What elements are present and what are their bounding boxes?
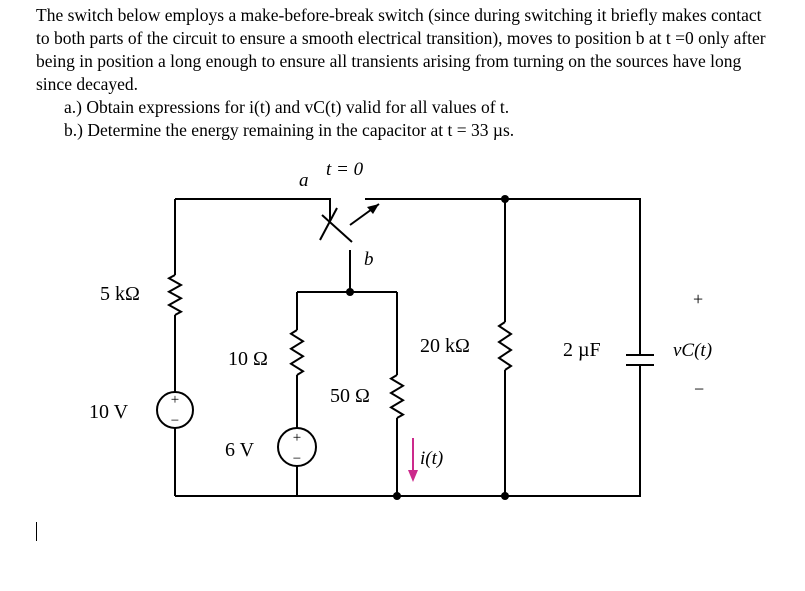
label-current: i(t) <box>420 448 443 469</box>
capacitor-2uF <box>626 354 654 366</box>
label-2uF: 2 µF <box>563 339 601 361</box>
label-vc-minus: − <box>694 379 704 399</box>
current-arrow <box>408 438 418 482</box>
label-6v: 6 V <box>225 439 255 461</box>
voltage-source-10v: + − <box>156 391 194 429</box>
resistor-50ohm <box>389 374 405 419</box>
label-vc: vC(t) <box>673 340 712 361</box>
v1-minus: − <box>171 413 179 429</box>
text-cursor <box>36 522 37 541</box>
switch-position-a: a <box>299 170 309 191</box>
switch-position-b: b <box>364 249 374 270</box>
voltage-source-6v: + − <box>277 427 317 467</box>
problem-statement: The switch below employs a make-before-b… <box>36 4 776 142</box>
problem-intro: The switch below employs a make-before-b… <box>36 5 766 94</box>
switch-time-label: t = 0 <box>326 159 364 180</box>
v2-minus: − <box>293 451 301 467</box>
label-50ohm: 50 Ω <box>330 385 370 407</box>
problem-part-b: b.) Determine the energy remaining in th… <box>64 120 515 140</box>
v1-plus: + <box>171 392 179 408</box>
label-10ohm: 10 Ω <box>228 348 268 370</box>
make-before-break-switch: t = 0 a b <box>299 159 380 270</box>
problem-part-a: a.) Obtain expressions for i(t) and vC(t… <box>64 97 510 117</box>
resistor-10ohm <box>289 329 305 376</box>
label-vc-plus: + <box>693 289 703 309</box>
v2-plus: + <box>293 430 301 446</box>
resistor-20k <box>497 321 513 371</box>
resistor-5k <box>166 274 184 316</box>
label-10v: 10 V <box>89 401 129 423</box>
label-20k: 20 kΩ <box>420 335 470 357</box>
junction-dots <box>346 195 509 500</box>
label-5k: 5 kΩ <box>100 283 140 305</box>
